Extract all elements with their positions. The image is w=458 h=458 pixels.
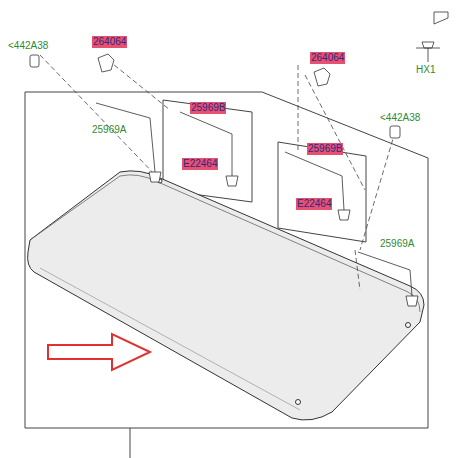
part-number: E22464	[182, 158, 218, 170]
pointer-arrow	[48, 334, 150, 370]
clip	[390, 126, 400, 138]
pivot-clip	[98, 54, 114, 72]
part-number: 25969A	[92, 124, 126, 136]
part-number: HX1	[416, 64, 435, 76]
part-number: E22464	[296, 198, 332, 210]
inset-frame	[278, 142, 366, 242]
part-number: 25969A	[380, 238, 414, 250]
part-number: 25969B	[307, 143, 343, 155]
parcel-shelf	[28, 171, 424, 420]
push-clip	[416, 42, 440, 62]
frame-stem	[130, 428, 131, 458]
clip	[30, 55, 39, 67]
part-number: <442A38	[380, 112, 420, 124]
part-number: 264064	[310, 52, 345, 64]
part-number: 264064	[92, 36, 127, 48]
part-number: 25969B	[190, 102, 226, 114]
pivot-clip	[314, 68, 330, 86]
frame	[25, 92, 428, 428]
clip	[434, 12, 448, 24]
part-number: <442A38	[8, 40, 48, 52]
